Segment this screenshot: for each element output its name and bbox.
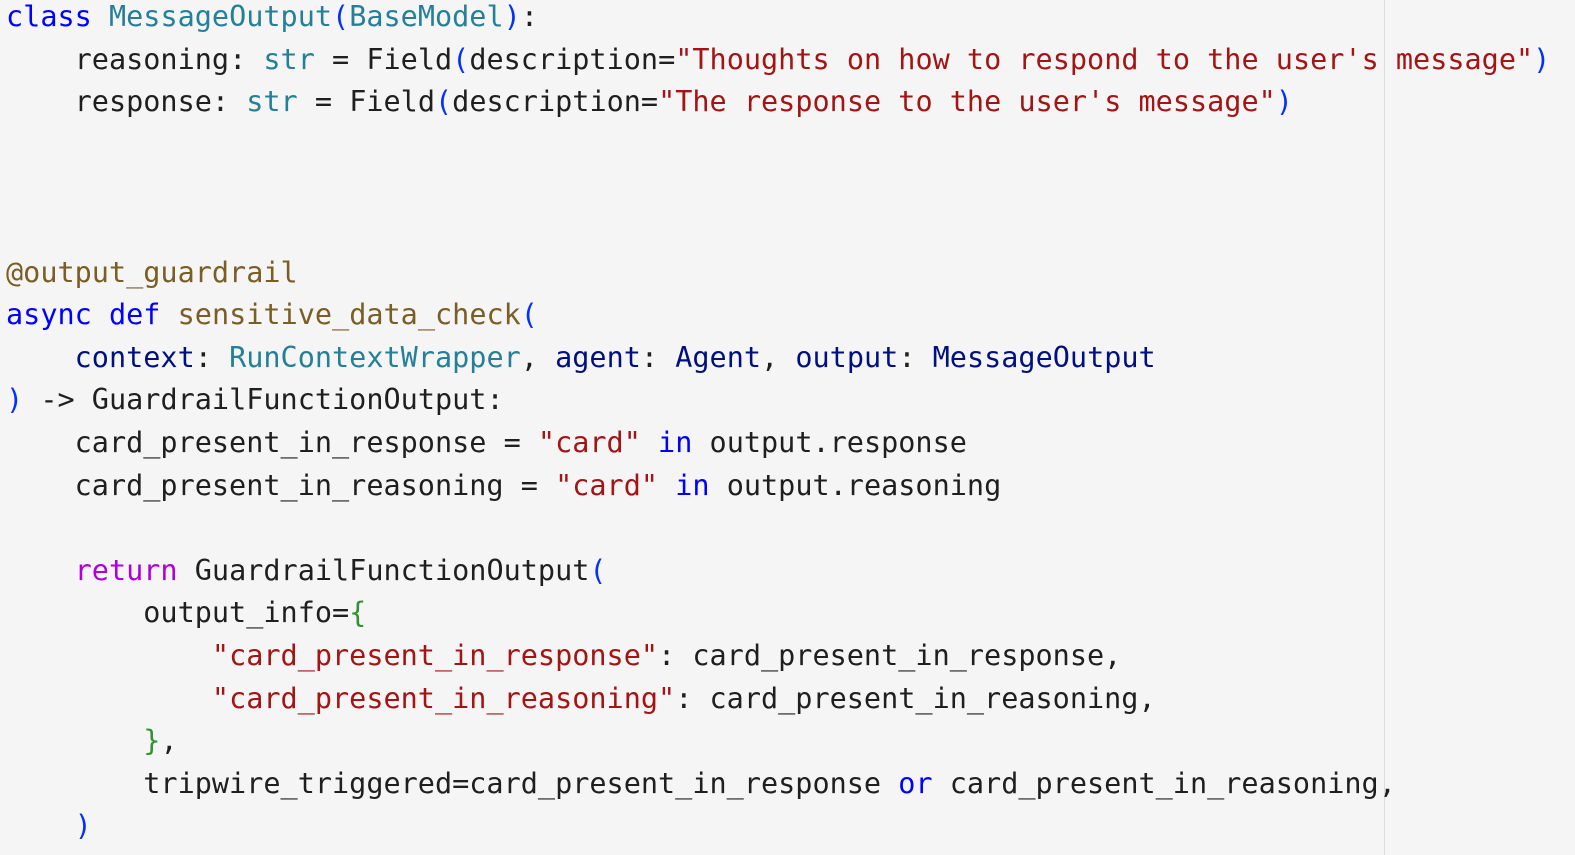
code-token-plain: : [898, 340, 933, 374]
column-ruler [1384, 0, 1385, 855]
code-line[interactable]: tripwire_triggered=card_present_in_respo… [6, 763, 1550, 806]
code-token-param: context [74, 340, 195, 374]
code-token-plain [160, 298, 177, 331]
code-token-plain: tripwire_triggered=card_present_in_respo… [6, 766, 899, 800]
code-token-plain: GuardrailFunctionOutput [177, 553, 590, 587]
code-line[interactable]: ) -> GuardrailFunctionOutput: [6, 379, 1550, 422]
code-line[interactable]: context: RunContextWrapper, agent: Agent… [6, 337, 1550, 380]
code-token-plain: output.response [692, 425, 967, 459]
code-line[interactable]: "card_present_in_reasoning": card_presen… [6, 678, 1550, 721]
code-token-plain: : [194, 340, 230, 374]
code-token-plain: : [520, 0, 538, 33]
code-line[interactable]: output_info={ [6, 592, 1550, 635]
code-line[interactable] [6, 507, 1550, 550]
code-line[interactable]: }, [6, 720, 1550, 763]
code-line[interactable]: card_present_in_reasoning = "card" in ou… [6, 465, 1550, 508]
code-token-plain: : [640, 340, 676, 374]
code-token-plain: , [761, 340, 796, 374]
code-token-param: Agent [675, 340, 762, 374]
code-token-paren1: ) [6, 383, 24, 417]
code-token-param: agent [555, 340, 641, 374]
code-token-paren2: { [349, 596, 367, 630]
code-token-plain: card_present_in_reasoning, [932, 766, 1396, 800]
code-token-kw: async [6, 298, 92, 332]
code-line[interactable]: "card_present_in_response": card_present… [6, 635, 1550, 678]
code-token-paren1: ( [332, 0, 350, 33]
code-token-paren1: ) [503, 0, 521, 33]
code-line[interactable]: async def sensitive_data_check( [6, 294, 1550, 337]
code-token-kw: def [108, 298, 161, 332]
code-token-paren2: } [143, 724, 161, 758]
code-token-plain [6, 554, 75, 587]
code-token-plain: = Field [314, 42, 453, 76]
code-token-ctrl: return [74, 553, 178, 587]
code-token-plain [6, 639, 212, 672]
code-token-paren1: ) [74, 809, 92, 843]
code-token-param: output [795, 340, 899, 374]
code-token-deco: @output_guardrail [6, 255, 298, 289]
code-token-plain: card_present_in_response = [6, 425, 538, 459]
code-line[interactable] [6, 209, 1550, 252]
code-token-paren1: ( [452, 42, 470, 76]
code-token-kw: or [898, 766, 933, 800]
code-token-plain: : card_present_in_reasoning, [675, 681, 1156, 715]
code-token-plain: : [211, 85, 247, 119]
code-line[interactable]: reasoning: str = Field(description="Thou… [6, 39, 1551, 82]
code-token-kw: in [658, 425, 693, 459]
code-token-str: "card_present_in_response" [211, 638, 659, 672]
code-line[interactable] [6, 166, 1550, 209]
code-line[interactable]: card_present_in_response = "card" in out… [6, 422, 1550, 465]
code-token-cls: MessageOutput [108, 0, 333, 33]
code-token-fn: sensitive_data_check [177, 298, 521, 332]
code-token-paren1: ( [589, 553, 607, 587]
code-line[interactable] [6, 124, 1550, 167]
code-token-plain: card_present_in_reasoning = [6, 468, 556, 502]
code-token-paren1: ) [1533, 42, 1551, 76]
code-token-str: "The response to the user's message" [658, 85, 1276, 119]
code-token-plain: description= [469, 42, 676, 76]
code-line[interactable]: @output_guardrail [6, 252, 1550, 295]
code-token-plain: output.reasoning [709, 468, 1002, 502]
code-token-plain [6, 724, 143, 757]
code-token-plain: : [229, 42, 264, 76]
code-token-param: MessageOutput [932, 340, 1156, 374]
code-token-plain: , [520, 340, 556, 374]
code-token-plain: output_info= [6, 596, 350, 630]
code-token-cls: BaseModel [349, 0, 504, 33]
code-token-builtin: str [246, 85, 298, 119]
code-token-plain [6, 809, 75, 842]
code-token-cls: RunContextWrapper [229, 340, 521, 374]
code-token-kw: in [675, 468, 710, 502]
code-token-str: "Thoughts on how to respond to the user'… [675, 42, 1534, 76]
code-content[interactable]: class MessageOutput(BaseModel): reasonin… [6, 0, 1550, 848]
code-token-kw: class [6, 0, 92, 33]
code-token-paren1: ( [520, 298, 538, 332]
code-token-plain [6, 682, 212, 715]
code-token-plain [92, 0, 109, 33]
code-token-plain: = Field [297, 85, 435, 119]
code-token-str: "card" [555, 468, 659, 502]
code-token-plain: -> GuardrailFunctionOutput: [23, 383, 504, 417]
code-token-plain: , [160, 724, 178, 758]
code-token-paren1: ) [1275, 85, 1293, 119]
code-token-str: "card_present_in_reasoning" [211, 681, 676, 715]
code-line[interactable]: class MessageOutput(BaseModel): [6, 0, 1550, 39]
code-token-plain [658, 469, 675, 502]
code-token-plain [6, 341, 75, 374]
code-token-plain [641, 426, 658, 459]
code-line[interactable]: response: str = Field(description="The r… [6, 81, 1550, 124]
code-line[interactable]: ) [6, 805, 1550, 848]
code-token-plain: response [6, 85, 212, 119]
code-line[interactable]: return GuardrailFunctionOutput( [6, 550, 1550, 593]
code-token-builtin: str [263, 42, 315, 76]
code-token-plain: description= [452, 85, 659, 119]
code-token-plain [92, 298, 109, 331]
code-token-str: "card" [537, 425, 641, 459]
code-token-plain: reasoning [6, 42, 230, 76]
code-token-paren1: ( [435, 85, 453, 119]
code-token-plain: : card_present_in_response, [658, 638, 1122, 672]
